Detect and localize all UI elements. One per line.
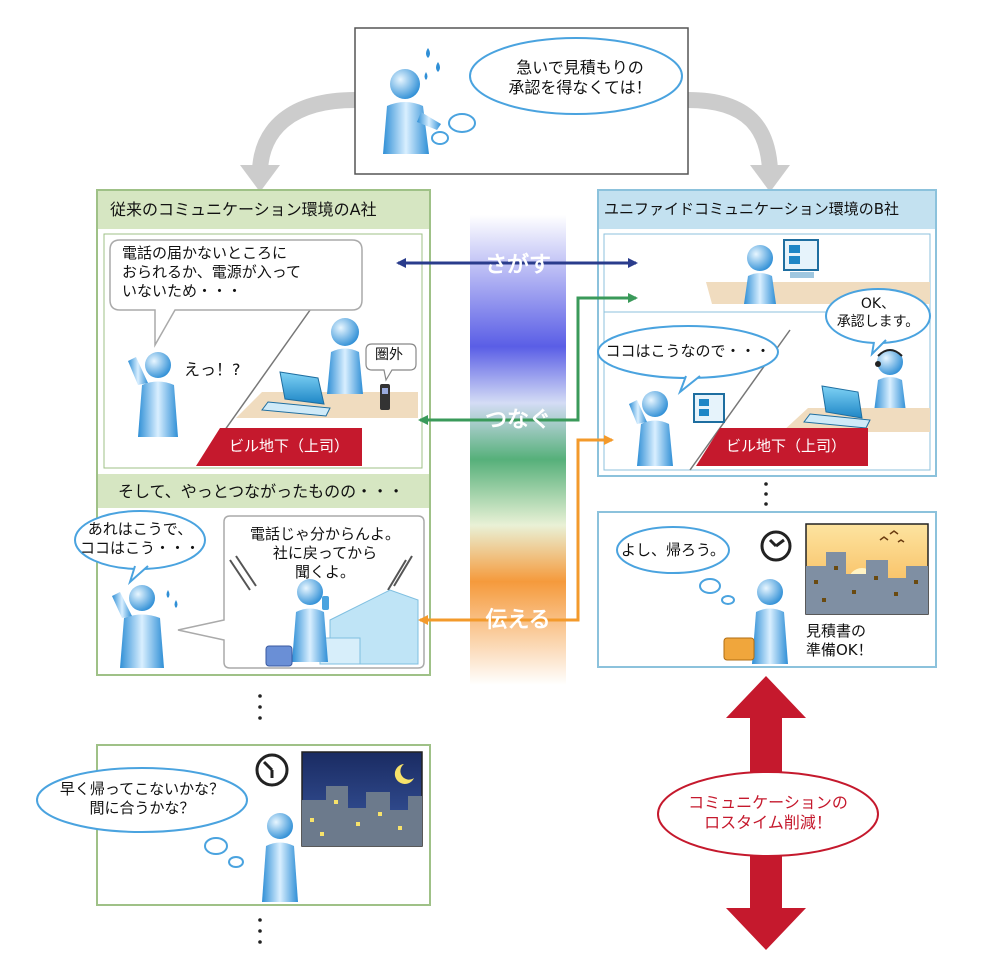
person-desk-right-icon xyxy=(744,245,776,304)
person-going-home-icon xyxy=(752,579,788,664)
top-thought-text: 急いで見積もりの 承認を得なくては！ xyxy=(508,58,652,97)
night-thought-text: 早く帰ってこないかな？ 間に合うかな？ xyxy=(59,780,225,817)
person-waiting-icon xyxy=(262,813,298,902)
arrow-tsunagu xyxy=(418,293,638,425)
label-sagasu: さがす xyxy=(484,253,551,278)
person-top-icon xyxy=(383,69,441,154)
eh-text: えっ！? xyxy=(184,360,241,379)
boss-left-icon xyxy=(327,318,363,394)
pc-monitor-right-icon xyxy=(693,393,725,423)
clock-left-icon xyxy=(255,753,289,787)
right-title: ユニファイドコミュニケーション環境のB社 xyxy=(604,200,899,218)
banner-right xyxy=(696,428,868,466)
banner-right-text: ビル地下（上司） xyxy=(725,437,846,455)
laptop-left-icon xyxy=(261,371,331,417)
right-header-bar xyxy=(599,191,935,229)
person-calling-icon xyxy=(128,352,178,437)
ok-text: OK、 承認します。 xyxy=(836,296,920,330)
ready-text: 見積書の 準備OK！ xyxy=(806,622,873,659)
laptop-right-icon xyxy=(803,385,871,429)
boss-headset-icon xyxy=(874,349,906,412)
ellipsis-left-2 xyxy=(258,918,262,944)
sweat-drops-icon xyxy=(424,48,440,80)
mobile-phone-icon xyxy=(380,384,390,410)
left-bubble-1-text: 電話の届かないところに おられるか、電源が入って いないため・・・ xyxy=(122,244,301,300)
ok-bubble xyxy=(825,288,931,357)
left-header-bar xyxy=(98,191,429,229)
banner-left-text: ビル地下（上司） xyxy=(228,437,349,455)
arrow-tsutaeru xyxy=(418,435,614,625)
kengai-text: 圏外 xyxy=(375,347,403,363)
ellipsis-left-1 xyxy=(258,694,262,720)
ellipsis-right xyxy=(764,482,768,506)
banner-left xyxy=(196,428,362,466)
clock-right-icon xyxy=(760,530,792,562)
briefcase-left-icon xyxy=(265,645,293,667)
kengai-bubble xyxy=(365,343,417,382)
yoshi-text: よし、帰ろう。 xyxy=(620,541,726,559)
boss-phone-icon xyxy=(292,579,329,662)
thought-bubble-yoshi xyxy=(616,526,735,605)
label-tsutaeru: 伝える xyxy=(485,608,551,633)
label-tsunagu: つなぐ xyxy=(484,408,551,433)
pc-monitor-right-top-icon xyxy=(783,239,819,278)
shout-lines-left xyxy=(229,555,257,591)
left-subheader-text: そして、やっとつながったものの・・・ xyxy=(118,482,405,501)
thought-bubble-night xyxy=(36,767,248,868)
left-bubble-2-text: あれはこうで、 ココはこう・・・ xyxy=(80,520,201,557)
phone-text: 電話じゃ分からんよ。 社に戻ってから 聞くよ。 xyxy=(249,525,400,581)
sunset-city-icon xyxy=(805,523,929,615)
left-title: 従来のコミュニケーション環境のA社 xyxy=(110,200,377,219)
briefcase-right-icon xyxy=(723,637,755,661)
grey-arrow-left xyxy=(240,92,356,192)
shout-lines-right xyxy=(387,555,413,591)
speech-bubble-right xyxy=(597,325,779,396)
left-subheader-bar xyxy=(98,474,429,508)
reduction-text: コミュニケーションの ロスタイム削減！ xyxy=(688,793,848,832)
night-city-icon xyxy=(301,751,423,847)
person-explaining-icon xyxy=(112,585,164,668)
grey-arrow-right xyxy=(687,92,790,192)
speech-bubble-left-2 xyxy=(74,510,206,586)
reduction-ellipse xyxy=(657,771,879,857)
sweat-drops-left-icon xyxy=(166,590,178,608)
speech-bubble-left-1 xyxy=(109,239,363,348)
thought-bubble-top xyxy=(431,37,683,145)
right-bubble-text: ココはこうなので・・・ xyxy=(605,342,771,360)
